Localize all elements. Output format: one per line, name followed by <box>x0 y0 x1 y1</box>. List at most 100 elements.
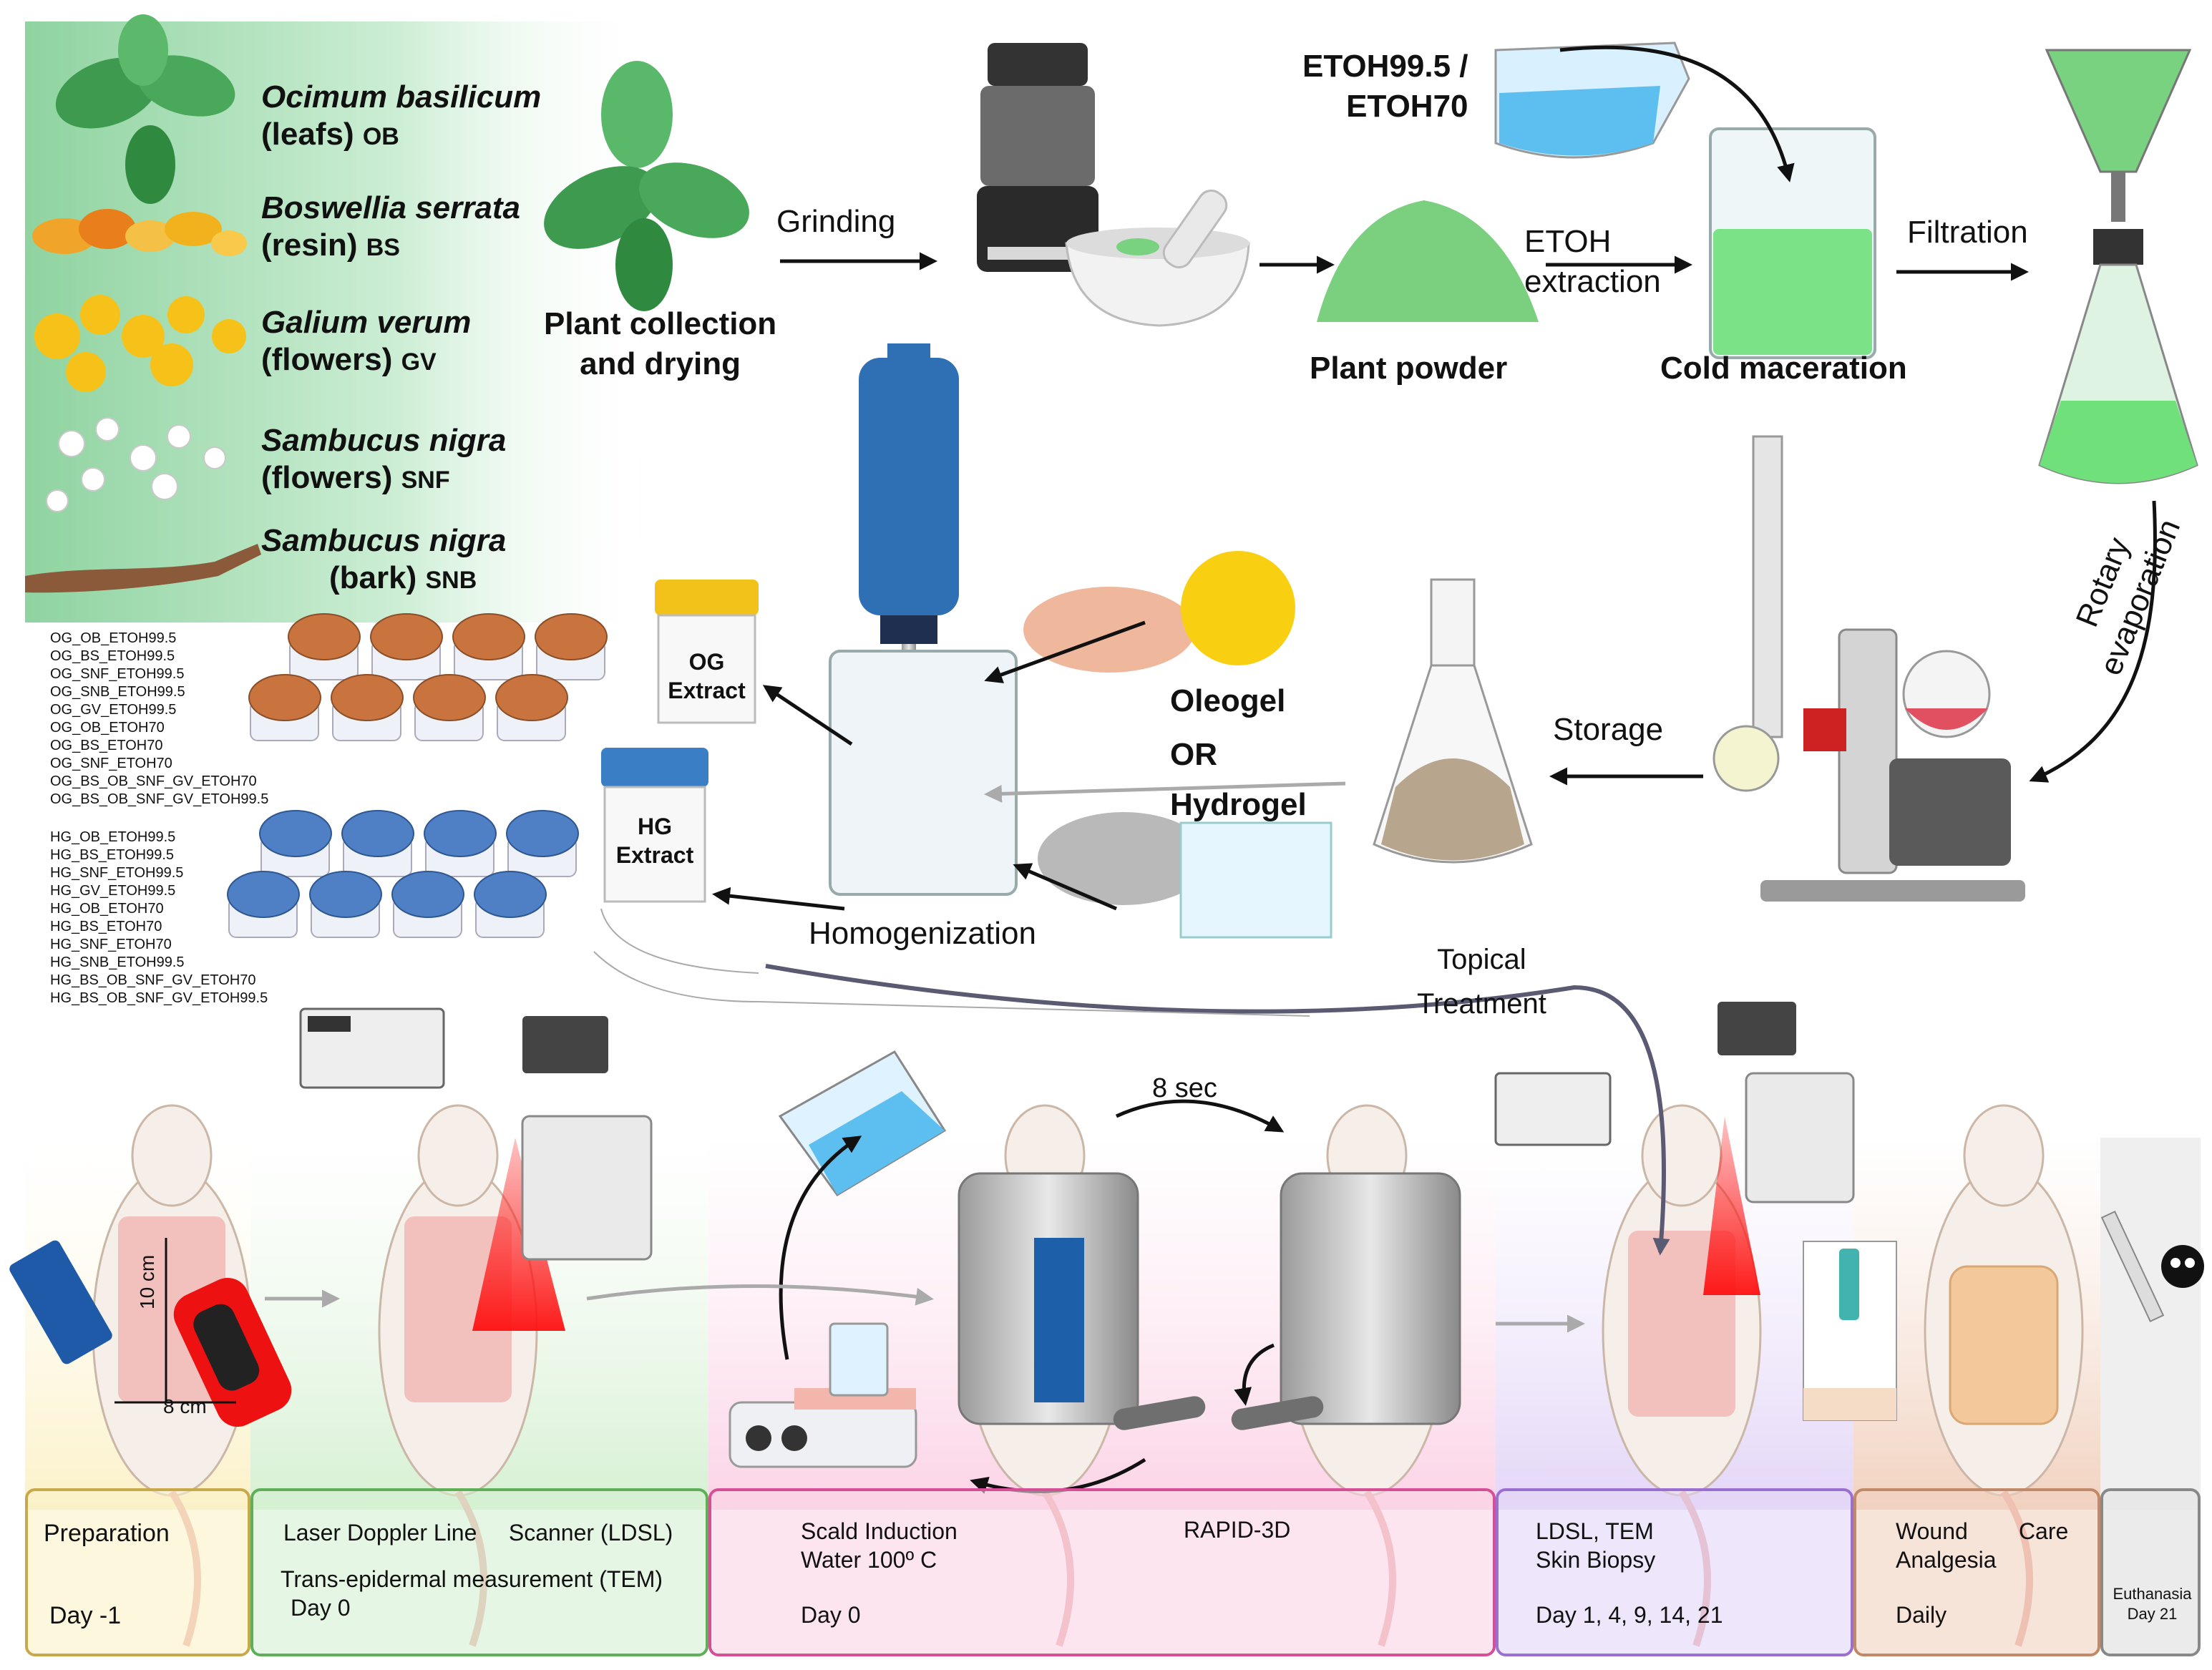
plant-latin-name: Sambucus nigra <box>261 423 507 458</box>
plant-code: OB <box>362 123 399 150</box>
topical-treatment-arrow <box>765 964 1670 1256</box>
jar-lid <box>227 871 300 918</box>
formulation-item: HG_GV_ETOH99.5 <box>50 883 176 899</box>
jar-lid <box>259 810 332 857</box>
panel-subtitle: Trans-epidermal measurement (TEM) <box>281 1566 663 1592</box>
panel-title: LDSL, TEM Skin Biopsy <box>1536 1518 1656 1573</box>
formulation-item: OG_SNB_ETOH99.5 <box>50 684 185 700</box>
formulation-item: OG_BS_OB_SNF_GV_ETOH70 <box>50 773 257 789</box>
jar-lid <box>248 674 321 721</box>
timeline-arrows <box>265 781 1585 1333</box>
skull-crossbones-icon <box>2161 1245 2204 1288</box>
jar-lid <box>495 674 568 721</box>
formulation-item: OG_OB_ETOH70 <box>50 720 165 736</box>
formulation-item: OG_BS_ETOH70 <box>50 738 163 753</box>
oleogel-label: Oleogel <box>1170 683 1286 718</box>
jar-lid <box>391 871 464 918</box>
plant-code: SNB <box>425 567 477 594</box>
plant-label-snf: Sambucus nigra (flowers) SNF <box>261 422 506 499</box>
plant-powder-icon <box>1317 200 1539 322</box>
formulation-item: OG_BS_OB_SNF_GV_ETOH99.5 <box>50 791 269 807</box>
panel-title: Laser Doppler Line Scanner (LDSL) <box>283 1520 673 1546</box>
formulation-item: OG_SNF_ETOH70 <box>50 756 172 771</box>
timeline-panel-scald: Scald Induction Water 100º C RAPID-3D Da… <box>708 1488 1496 1656</box>
syringe-icon <box>2100 1210 2165 1323</box>
rat-head <box>1641 1104 1723 1207</box>
jar-lid <box>370 613 443 660</box>
og-jars <box>248 613 608 741</box>
plant-part: (resin) <box>261 228 358 263</box>
jar-lid <box>331 674 404 721</box>
rat-head <box>1963 1104 2045 1207</box>
panel-day: Day 0 <box>291 1595 351 1621</box>
formulation-item: OG_OB_ETOH99.5 <box>50 630 177 646</box>
solvent-label: ETOH99.5 / ETOH70 <box>1302 49 1468 124</box>
jar-lid <box>474 871 547 918</box>
plant-label-snb: Sambucus nigra (bark) SNB <box>261 522 506 599</box>
plant-latin-name: Ocimum basilicum <box>261 79 542 114</box>
formulation-item: OG_GV_ETOH99.5 <box>50 702 177 718</box>
plant-code: BS <box>366 234 400 261</box>
boswellia-resin-icon <box>32 209 247 256</box>
plant-part: (flowers) <box>261 460 393 495</box>
basil-leaves-icon <box>55 14 235 204</box>
panel-title: Scald Induction Water 100º C <box>801 1518 958 1573</box>
plant-part: (bark) <box>329 560 417 595</box>
extraction-label: ETOH extraction <box>1524 224 1661 299</box>
hair-clipper-icon <box>173 1277 292 1427</box>
panel-title: Wound Care Analgesia <box>1896 1518 2069 1573</box>
plant-code: SNF <box>401 467 450 494</box>
formulation-item: HG_BS_OB_SNF_GV_ETOH70 <box>50 972 256 988</box>
hydrogel-icon <box>1038 812 1332 939</box>
hg-extract-jar-icon <box>601 748 708 903</box>
hot-plate-icon <box>729 1322 917 1468</box>
sambucus-bark-icon <box>25 544 261 593</box>
plant-latin-name: Sambucus nigra <box>261 523 507 558</box>
timeline-panel-euthanasia: Euthanasia Day 21 <box>2100 1488 2201 1656</box>
dressing-icon <box>1949 1265 2059 1425</box>
biopsy-inset-icon <box>1803 1241 1897 1421</box>
hydrogel-label: Hydrogel <box>1170 787 1307 822</box>
formulation-item: HG_OB_ETOH70 <box>50 901 164 917</box>
rotary-evaporator-icon <box>1712 435 2025 902</box>
formulation-item: HG_OB_ETOH99.5 <box>50 829 176 845</box>
collection-leaves-icon <box>544 61 749 311</box>
formulation-item: OG_SNF_ETOH99.5 <box>50 666 185 682</box>
formulation-item: HG_SNF_ETOH99.5 <box>50 865 184 881</box>
plant-label-bs: Boswellia serrata (resin) BS <box>261 190 520 266</box>
formulation-item: HG_BS_ETOH70 <box>50 919 162 934</box>
rat-head <box>417 1104 499 1207</box>
plant-part: (flowers) <box>261 342 393 377</box>
panel-title: Preparation <box>44 1520 170 1547</box>
cream-tube-icon <box>9 1240 112 1364</box>
panel-rapid-label: RAPID-3D <box>1184 1517 1291 1543</box>
plant-part: (leafs) <box>261 117 354 152</box>
plant-label-gv: Galium verum (flowers) GV <box>261 304 471 381</box>
jar-lid <box>452 613 525 660</box>
jar-lid <box>341 810 414 857</box>
oleogel-icon <box>1023 551 1295 673</box>
jar-lid <box>309 871 382 918</box>
jar-lid <box>535 613 608 660</box>
collection-label: Plant collection and drying <box>544 306 777 381</box>
euth-band <box>2100 1138 2201 1510</box>
eight-cm-label: 8 cm <box>163 1395 207 1417</box>
flow-arrows <box>712 45 2157 1494</box>
hg-jars <box>227 810 579 938</box>
homogenization-label: Homogenization <box>809 916 1036 951</box>
formulation-item: HG_SNF_ETOH70 <box>50 937 172 952</box>
shaved-area <box>404 1216 512 1402</box>
panel-day: Daily <box>1896 1602 1947 1628</box>
plant-latin-name: Boswellia serrata <box>261 190 520 225</box>
grinding-label: Grinding <box>776 204 896 239</box>
topical-treatment-label: Topical Treatment <box>1417 944 1546 1020</box>
timeline-panel-measure: LDSL, TEM Skin Biopsy Day 1, 4, 9, 14, 2… <box>1496 1488 1853 1656</box>
eight-sec-label: 8 sec <box>1152 1073 1217 1103</box>
plant-code: GV <box>401 348 437 376</box>
plant-latin-name: Galium verum <box>261 305 472 340</box>
panel-day: Day 0 <box>801 1602 861 1628</box>
hg-extract-label: HG Extract <box>615 814 694 868</box>
storage-flask-icon <box>1373 578 1533 864</box>
